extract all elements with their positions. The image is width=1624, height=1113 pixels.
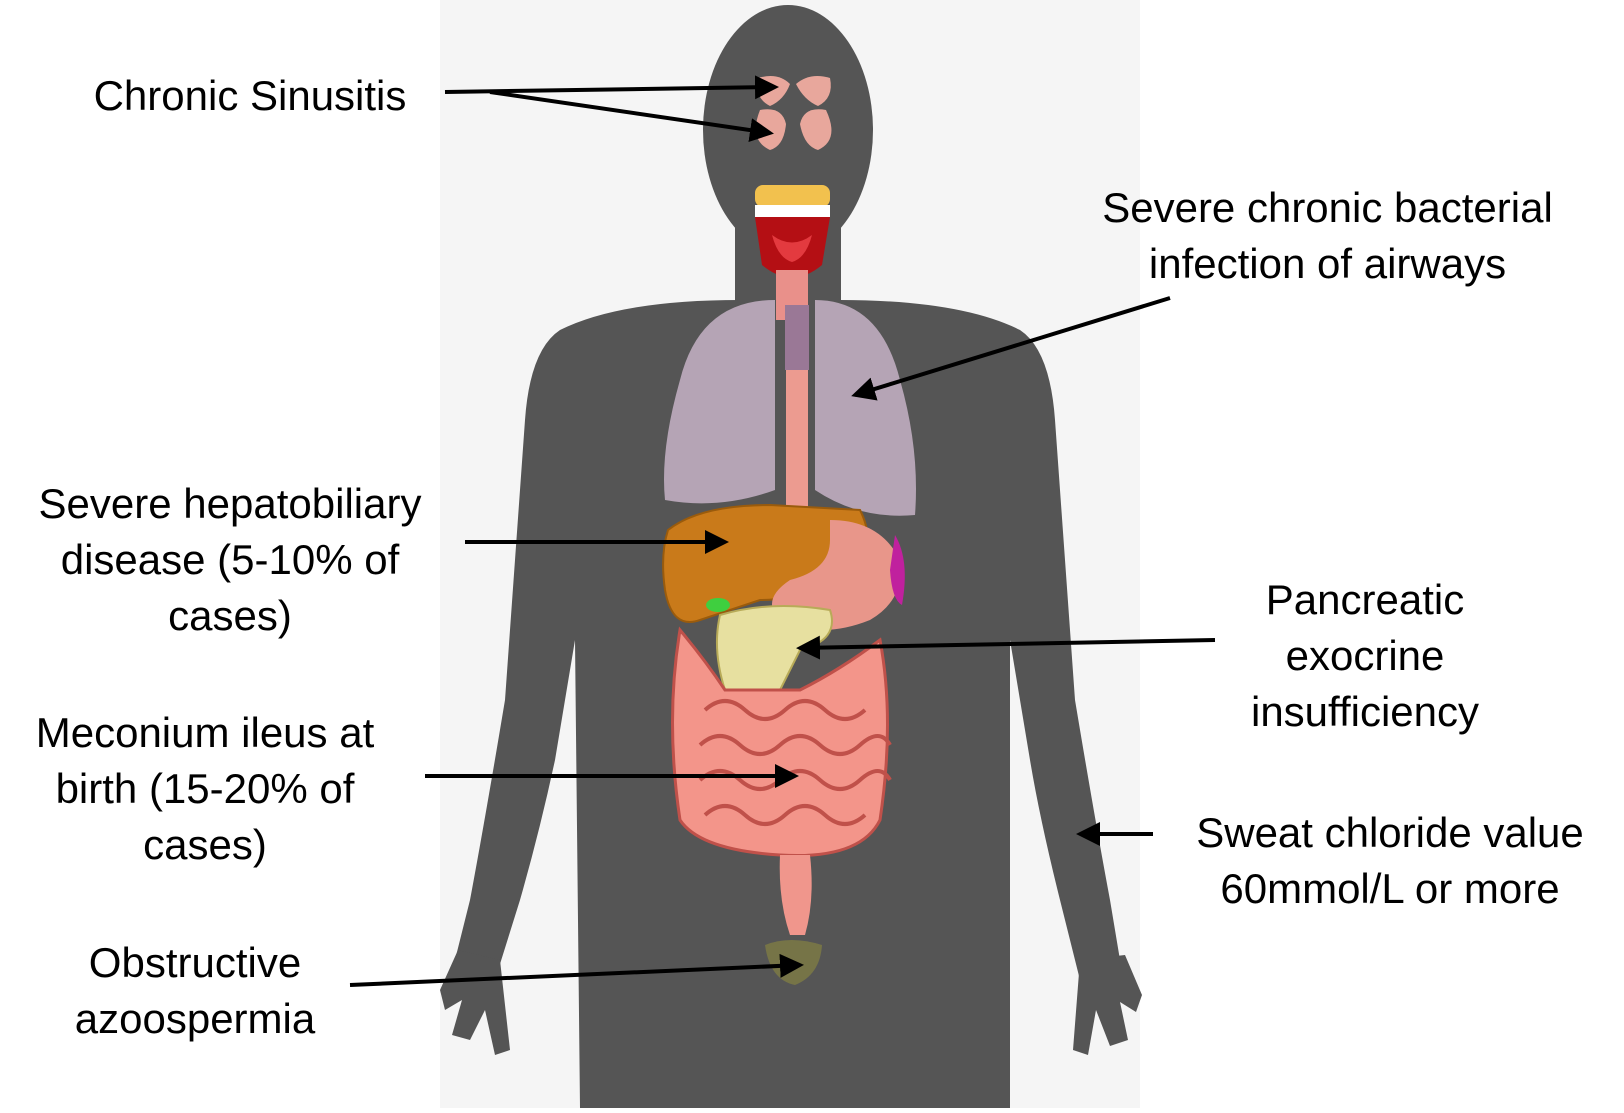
label-pancreatic-line1: Pancreatic — [1205, 572, 1525, 628]
label-meconium: Meconium ileus at birth (15-20% of cases… — [0, 705, 410, 873]
label-azoospermia-line2: azoospermia — [40, 991, 350, 1047]
label-hepatobiliary-line1: Severe hepatobiliary — [0, 476, 460, 532]
label-chronic-sinusitis: Chronic Sinusitis — [60, 68, 440, 124]
label-meconium-line3: cases) — [0, 817, 410, 873]
esophagus — [786, 370, 808, 515]
label-sweat: Sweat chloride value 60mmol/L or more — [1160, 805, 1620, 917]
label-airway-infection-line2: infection of airways — [1055, 236, 1600, 292]
label-meconium-line1: Meconium ileus at — [0, 705, 410, 761]
label-airway-infection-line1: Severe chronic bacterial — [1055, 180, 1600, 236]
label-chronic-sinusitis-line1: Chronic Sinusitis — [60, 68, 440, 124]
label-hepatobiliary-line2: disease (5-10% of — [0, 532, 460, 588]
label-sweat-line1: Sweat chloride value — [1160, 805, 1620, 861]
label-azoospermia-line1: Obstructive — [40, 935, 350, 991]
label-hepatobiliary-line3: cases) — [0, 588, 460, 644]
label-pancreatic: Pancreatic exocrine insufficiency — [1205, 572, 1525, 740]
label-pancreatic-line3: insufficiency — [1205, 684, 1525, 740]
label-sweat-line2: 60mmol/L or more — [1160, 861, 1620, 917]
label-airway-infection: Severe chronic bacterial infection of ai… — [1055, 180, 1600, 292]
label-meconium-line2: birth (15-20% of — [0, 761, 410, 817]
gallbladder — [706, 598, 730, 612]
label-hepatobiliary: Severe hepatobiliary disease (5-10% of c… — [0, 476, 460, 644]
label-azoospermia: Obstructive azoospermia — [40, 935, 350, 1047]
trachea — [785, 305, 809, 370]
label-pancreatic-line2: exocrine — [1205, 628, 1525, 684]
